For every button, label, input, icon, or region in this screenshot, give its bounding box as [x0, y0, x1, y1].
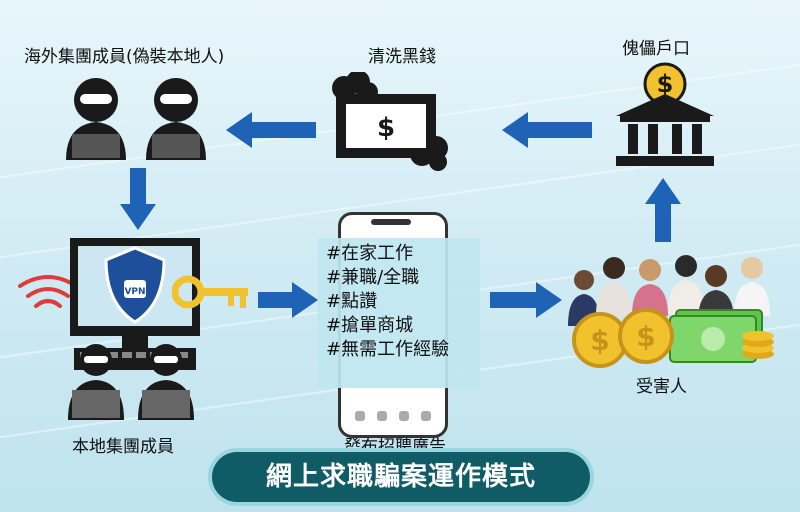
vpn-text: VPN [124, 287, 145, 297]
phone-toolbar [349, 407, 437, 425]
cash-dollar-sign: $ [377, 113, 395, 143]
bank-icon: $ [616, 62, 714, 166]
label-victims: 受害人 [636, 377, 687, 397]
local-hacker-icon [68, 344, 194, 420]
coin-dollar-sign: $ [590, 324, 609, 357]
ad-line: #無需工作經驗 [326, 339, 450, 360]
cash-icon: $ [332, 72, 448, 171]
cash-bundle-icon [669, 309, 763, 363]
arrow-right-icon [258, 282, 318, 318]
ad-box: #在家工作 #兼職/全職 #點讚 #搶單商城 #無需工作經驗 [318, 238, 480, 388]
phone-notch [371, 219, 411, 225]
arrow-up-icon [645, 178, 681, 242]
label-overseas: 海外集團成員(偽裝本地人) [24, 47, 225, 67]
ad-line: #點讚 [326, 291, 378, 312]
ad-line: #搶單商城 [326, 315, 414, 336]
arrow-down-icon [120, 168, 156, 230]
crowd-icon: $ $ [568, 255, 774, 368]
arrow-left-icon [502, 112, 592, 148]
ad-line: #在家工作 [326, 243, 414, 264]
hacker-icon [66, 78, 206, 160]
label-launder: 清洗黑錢 [368, 47, 436, 67]
ad-line: #兼職/全職 [326, 267, 420, 288]
bank-coin-sign: $ [657, 70, 674, 98]
coin-dollar-sign: $ [636, 320, 655, 353]
coin-icon [572, 308, 774, 368]
diagram-title: 網上求職騙案運作模式 [212, 452, 590, 502]
key-icon [172, 275, 248, 309]
label-local: 本地集團成員 [72, 437, 174, 457]
arrow-right-icon [490, 282, 562, 318]
arrow-left-icon [226, 112, 316, 148]
label-mule: 傀儡戶口 [622, 39, 690, 59]
